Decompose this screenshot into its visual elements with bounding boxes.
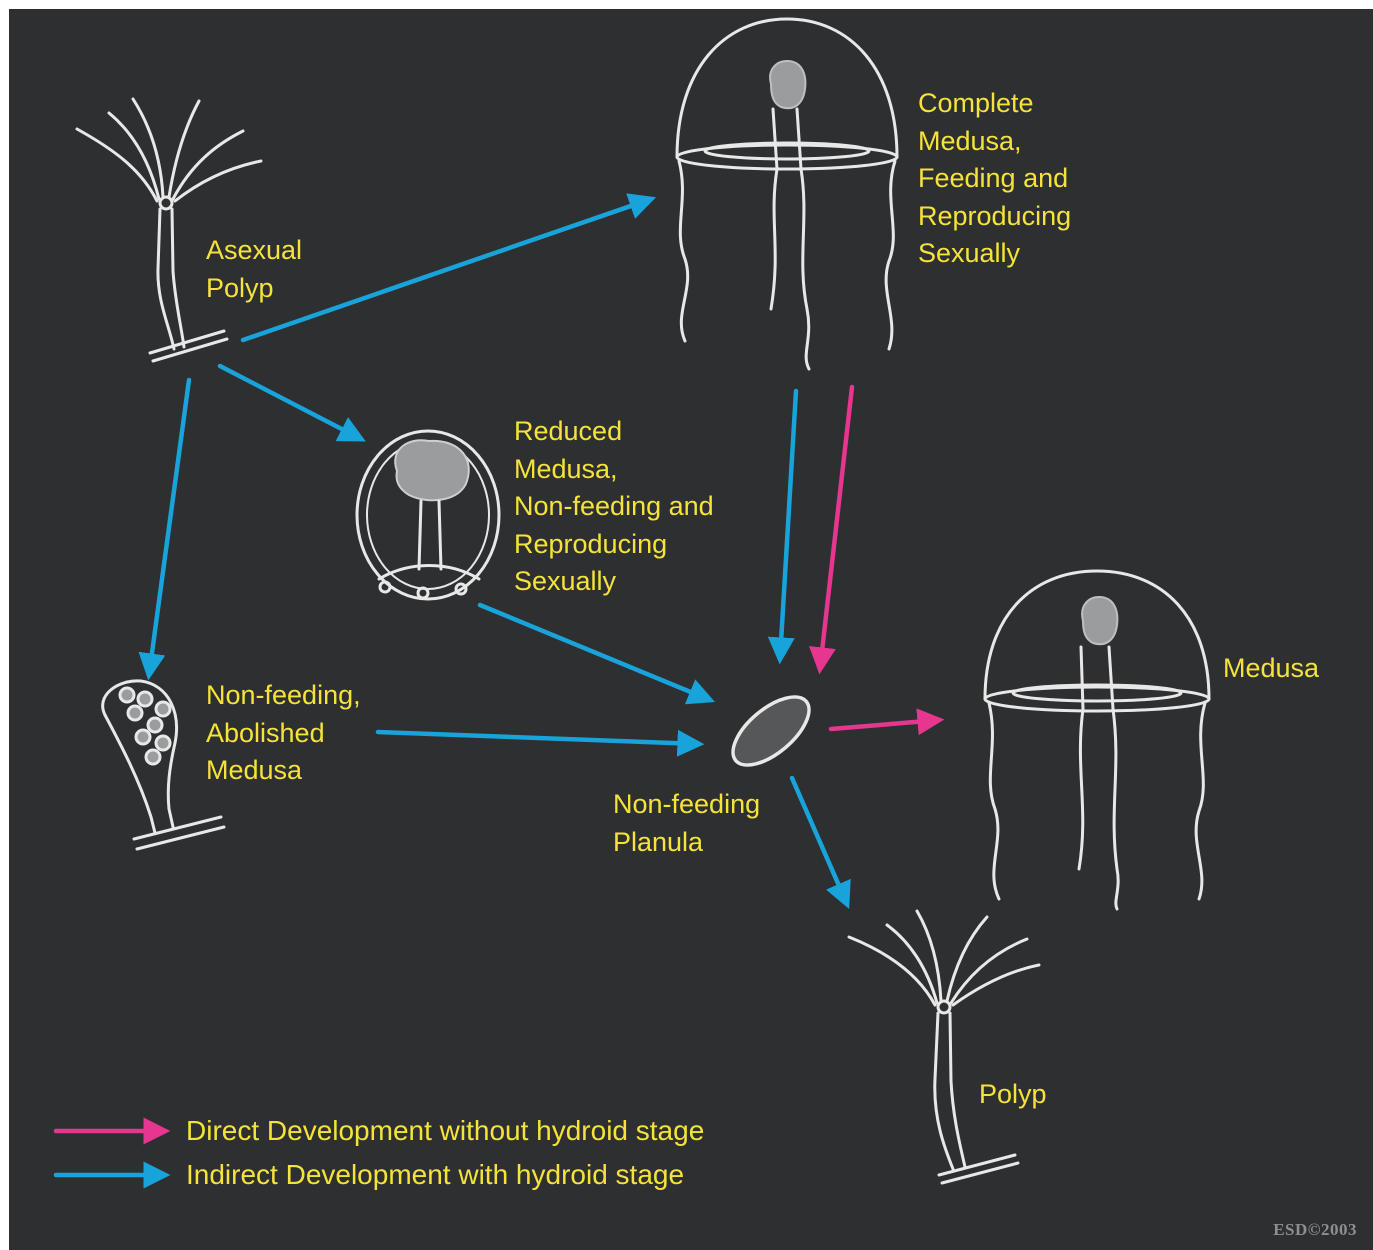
legend-arrows: [56, 1131, 165, 1175]
diagram-artwork: [9, 9, 1373, 1250]
planula-label: Non-feeding Planula: [613, 786, 760, 861]
polyp-illustration: [849, 911, 1039, 1183]
medusa-label: Medusa: [1223, 650, 1319, 688]
hydrozoan-life-cycle-diagram: Asexual Polyp Complete Medusa, Feeding a…: [9, 9, 1373, 1250]
planula-illustration: [722, 685, 821, 778]
reduced-medusa-label: Reduced Medusa, Non-feeding and Reproduc…: [514, 413, 714, 601]
legend-direct-label: Direct Development without hydroid stage: [186, 1114, 704, 1148]
legend-indirect-label: Indirect Development with hydroid stage: [186, 1158, 684, 1192]
complete-medusa-label: Complete Medusa, Feeding and Reproducing…: [918, 85, 1071, 273]
complete-medusa-illustration: [677, 19, 897, 369]
arrow-polyp-to-reduced-medusa: [220, 366, 361, 439]
arrow-planula-to-medusa: [831, 720, 939, 729]
arrow-complete-medusa-to-planula-direct: [820, 387, 852, 669]
reduced-medusa-illustration: [357, 431, 499, 599]
arrow-polyp-to-abolished-medusa: [149, 380, 189, 675]
arrow-reduced-medusa-to-planula: [480, 605, 710, 700]
asexual-polyp-illustration: [77, 99, 261, 361]
arrow-abolished-medusa-to-planula: [378, 732, 699, 744]
abolished-medusa-label: Non-feeding, Abolished Medusa: [206, 677, 361, 790]
arrow-planula-to-polyp: [792, 778, 847, 904]
arrow-complete-medusa-to-planula-indirect: [780, 391, 796, 659]
copyright-credit: ESD©2003: [1273, 1220, 1357, 1240]
polyp-label: Polyp: [979, 1076, 1047, 1114]
arrow-polyp-to-complete-medusa: [243, 199, 651, 340]
asexual-polyp-label: Asexual Polyp: [206, 232, 302, 307]
medusa-illustration: [985, 571, 1209, 909]
